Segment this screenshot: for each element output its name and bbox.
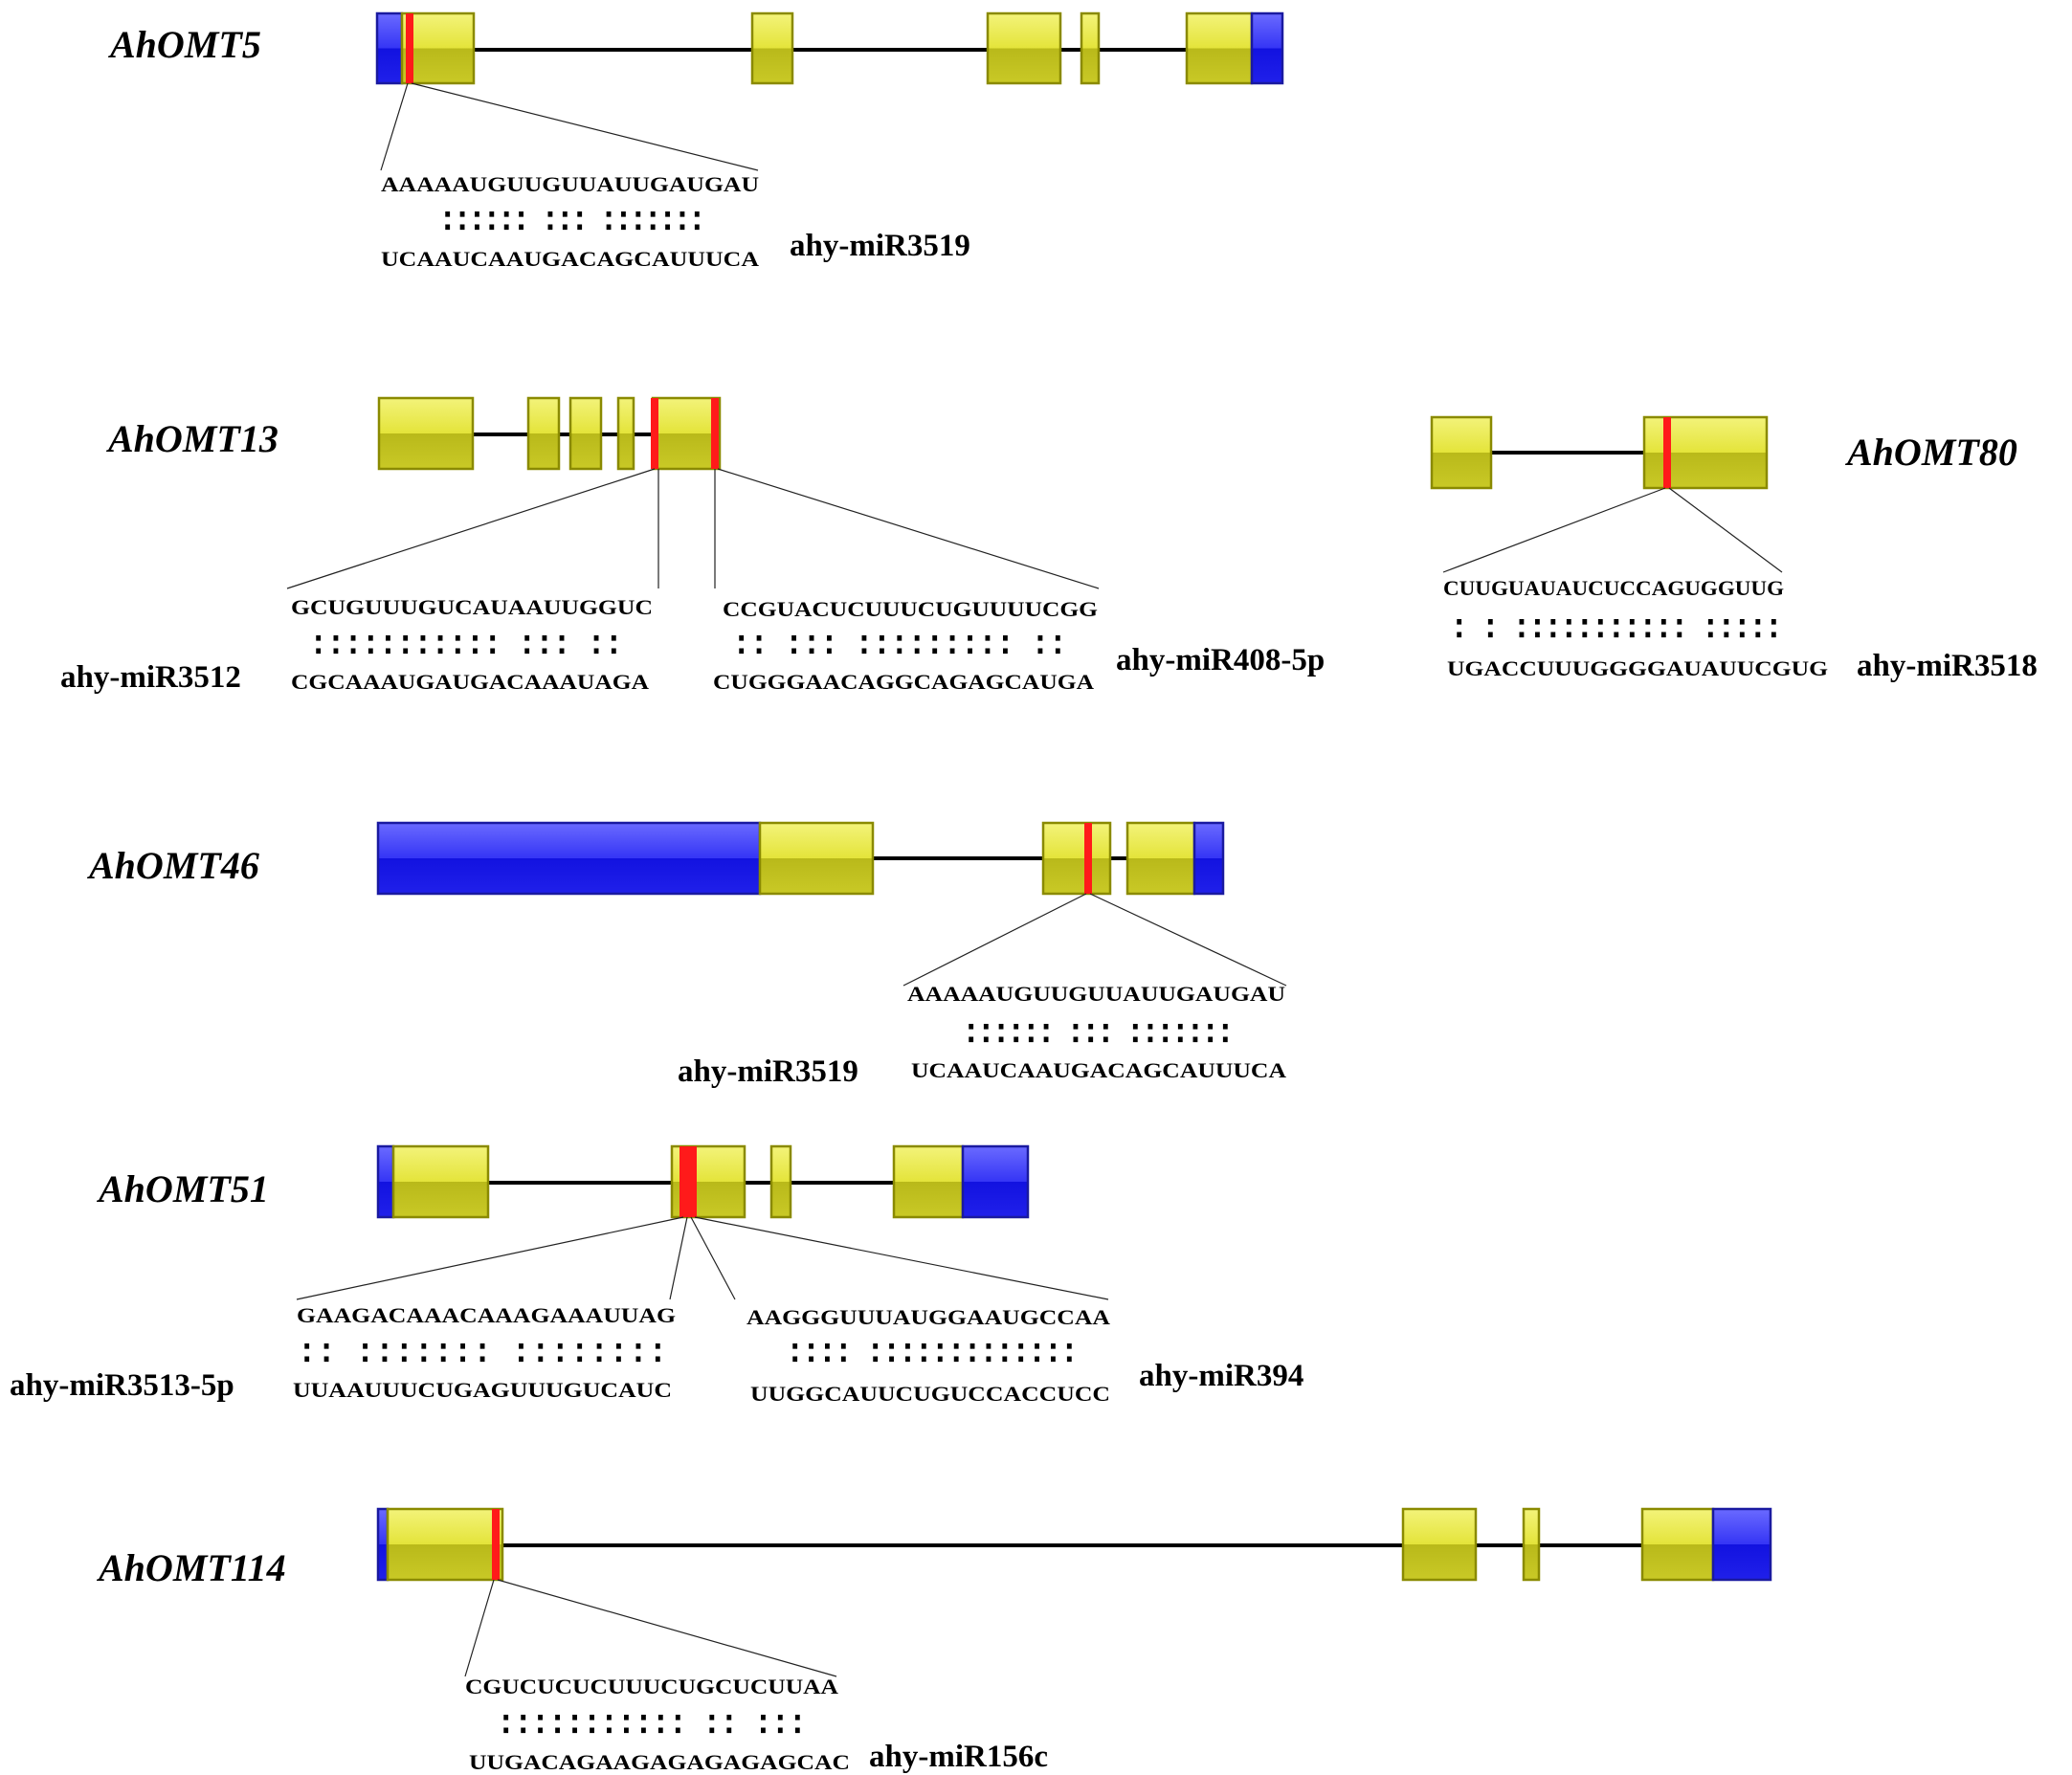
gene-label: AhOMT114 — [96, 1546, 286, 1589]
gene-ahomt13: AhOMT13 GCUGUUUGUCAUAAUUGGUC ∶∶∶∶∶∶∶∶∶∶∶… — [60, 396, 1325, 695]
target-sequence: GCUGUUUGUCAUAAUUGGUC — [291, 595, 653, 619]
pairing-dots: ∶ ∶ ∶∶∶∶∶∶∶∶∶∶∶ ∶∶∶∶∶ — [1455, 610, 1778, 648]
zoom-guide — [497, 1579, 837, 1677]
pairing-dots: ∶∶ ∶∶∶∶∶∶∶ ∶∶∶∶∶∶∶∶ — [302, 1334, 662, 1372]
cds-exon — [986, 11, 1062, 85]
cds-exon — [1185, 11, 1254, 85]
mirna-sequence: UUGGCAUUCUGUCCACCUCC — [750, 1382, 1110, 1406]
gene-label: AhOMT46 — [86, 844, 259, 887]
target-site-marker — [711, 398, 719, 469]
cds-exon — [892, 1144, 965, 1219]
mirna-label: ahy-miR156c — [869, 1740, 1048, 1774]
target-sequence: GAAGACAAACAAAGAAAUUAG — [297, 1303, 676, 1327]
gene-label: AhOMT5 — [107, 23, 261, 66]
gene-label: AhOMT80 — [1844, 431, 2017, 474]
pairing-dots: ∶∶∶∶∶∶ ∶∶∶ ∶∶∶∶∶∶∶ — [967, 1014, 1230, 1053]
mirna-sequence: UGACCUUUGGGGAUAUUCGUG — [1447, 656, 1828, 680]
target-sequence: CGUCUCUCUUUCUGCUCUUAA — [465, 1675, 838, 1698]
gene-ahomt114: AhOMT114 CGUCUCUCUUUCUGCUCUUAA ∶∶∶∶∶∶∶∶∶… — [96, 1507, 1772, 1774]
cds-exon — [1401, 1507, 1478, 1582]
mirna-label: ahy-miR408-5p — [1116, 643, 1325, 677]
zoom-guide — [380, 82, 409, 171]
target-site-marker — [651, 398, 658, 469]
target-site-marker — [492, 1509, 500, 1580]
zoom-guide — [1442, 487, 1666, 573]
utr-exon — [1192, 821, 1225, 896]
pairing-dots: ∶∶∶∶∶∶∶∶∶∶∶ ∶∶ ∶∶∶ — [501, 1705, 802, 1743]
cds-exon — [1041, 821, 1112, 896]
gene-ahomt51: AhOMT51 GAAGACAAACAAAGAAAUUAG ∶∶ ∶∶∶∶∶∶∶… — [10, 1144, 1303, 1406]
cds-exon — [377, 396, 475, 471]
zoom-guide — [411, 82, 759, 171]
gene-ahomt5: AhOMT5 AAAAAUGUUGUUAUUGAUGAU ∶∶∶∶∶∶ ∶∶∶ … — [107, 11, 1284, 271]
mirna-label: ahy-miR3519 — [678, 1054, 858, 1089]
mirna-label: ahy-miR3519 — [790, 229, 970, 263]
target-sequence: AAAAAUGUUGUUAUUGAUGAU — [381, 172, 759, 196]
target-site-marker — [680, 1146, 697, 1217]
target-sequence: CCGUACUCUUUCUGUUUUCGG — [723, 597, 1098, 621]
cds-exon — [750, 11, 794, 85]
gene-label: AhOMT51 — [96, 1167, 269, 1210]
mirna-label: ahy-miR3512 — [60, 660, 241, 695]
gene-ahomt46: AhOMT46 AAAAAUGUUGUUAUUGAUGAU ∶∶∶∶∶∶ ∶∶∶… — [86, 821, 1287, 1089]
cds-exon — [651, 396, 722, 471]
mirna-label: ahy-miR3518 — [1857, 649, 2038, 683]
cds-exon — [758, 821, 875, 896]
mirna-sequence: CGCAAAUGAUGACAAAUAGA — [291, 670, 649, 694]
cds-exon — [1642, 415, 1769, 490]
cds-exon — [1125, 821, 1196, 896]
pairing-dots: ∶∶ ∶∶∶ ∶∶∶∶∶∶∶∶∶ ∶∶ — [737, 626, 1062, 664]
mirna-sequence: UCAAUCAAUGACAGCAUUUCA — [381, 247, 759, 271]
target-sequence: AAGGGUUUAUGGAAUGCCAA — [746, 1305, 1110, 1329]
utr-exon — [376, 821, 762, 896]
utr-exon — [376, 1507, 390, 1582]
cds-exon — [400, 11, 476, 85]
mirna-sequence: UCAAUCAAUGACAGCAUUUCA — [911, 1058, 1286, 1082]
cds-exon — [616, 396, 635, 471]
zoom-guide — [1089, 893, 1287, 987]
mirna-sequence: UUGACAGAAGAGAGAGAGCAC — [469, 1750, 850, 1774]
mirna-sequence: UUAAUUUCUGAGUUUGUCAUC — [293, 1378, 672, 1402]
utr-exon — [1711, 1507, 1772, 1582]
cds-exon — [568, 396, 603, 471]
target-site-marker — [1084, 823, 1092, 894]
zoom-guide — [296, 1216, 684, 1300]
utr-exon — [376, 1144, 395, 1219]
cds-exon — [386, 1507, 504, 1582]
utr-exon — [961, 1144, 1030, 1219]
cds-exon — [1522, 1507, 1541, 1582]
cds-exon — [1640, 1507, 1715, 1582]
cds-exon — [526, 396, 561, 471]
cds-exon — [1430, 415, 1493, 490]
cds-exon — [769, 1144, 792, 1219]
target-site-marker — [1663, 417, 1671, 488]
zoom-guide — [669, 1216, 688, 1300]
gene-ahomt80: AhOMT80 CUUGUAUAUCUCCAGUGGUUG ∶ ∶ ∶∶∶∶∶∶… — [1430, 415, 2038, 683]
zoom-guide — [690, 1216, 736, 1300]
utr-exon — [375, 11, 404, 85]
pairing-dots: ∶∶∶∶∶∶ ∶∶∶ ∶∶∶∶∶∶∶ — [443, 202, 702, 240]
mirna-sequence: CUGGGAACAGGCAGAGCAUGA — [713, 670, 1094, 694]
zoom-guide — [694, 1216, 1109, 1300]
pairing-dots: ∶∶∶∶∶∶∶∶∶∶∶ ∶∶∶ ∶∶ — [314, 626, 618, 664]
cds-exon — [1080, 11, 1101, 85]
zoom-guide — [1668, 487, 1783, 573]
mirna-label: ahy-miR3513-5p — [10, 1368, 234, 1403]
target-site-marker — [406, 13, 413, 83]
zoom-guide — [902, 893, 1087, 987]
target-sequence: CUUGUAUAUCUCCAGUGGUUG — [1443, 576, 1784, 600]
pairing-dots: ∶∶∶∶ ∶∶∶∶∶∶∶∶∶∶∶∶∶ — [791, 1334, 1074, 1372]
zoom-guide — [286, 468, 656, 589]
zoom-guide — [464, 1579, 495, 1677]
mirna-label: ahy-miR394 — [1139, 1359, 1303, 1393]
gene-label: AhOMT13 — [105, 417, 278, 460]
target-sequence: AAAAAUGUUGUUAUUGAUGAU — [907, 982, 1285, 1006]
zoom-guide — [717, 468, 1100, 589]
utr-exon — [1250, 11, 1284, 85]
cds-exon — [391, 1144, 490, 1219]
